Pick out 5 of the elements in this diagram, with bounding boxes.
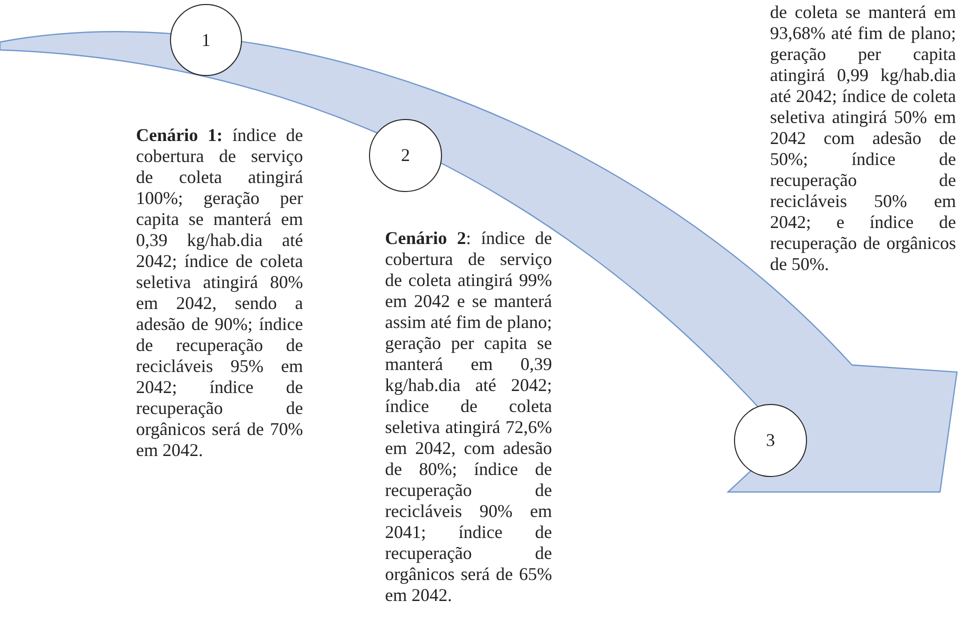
scenario-description: de coleta se manterá em 93,68% até fim de plano; geração per capita atingirá 0,99 kg/hab.dia até 2042; índice de coleta seletiva atingirá 50% em 2042 com adesão de 50%; índice de recuperação de recicláveis 50% em 2042; e índice de recuperação de orgânicos de 50%.: [770, 2, 956, 275]
scenario-description: Cenário 2: índice de cobertura de serviço de coleta atingirá 99% em 2042 e se manterá assim até fim de plano; geração per capita se manterá em 0,39 kg/hab.dia até 2042; índice de coleta seletiva atingirá 72,6% em 2042, com adesão de 80%; índice de recuperação de recicláveis 90% em 2041; índice de recuperação de orgânicos será de 65% em 2042.: [385, 228, 552, 606]
number-circle: 2: [369, 119, 442, 192]
number-circle: 1: [170, 4, 242, 76]
scenario-description: Cenário 1: índice de cobertura de serviço de coleta atingirá 100%; geração per capita se manterá em 0,39 kg/hab.dia até 2042; índice de coleta seletiva atingirá 80% em 2042, sendo a adesão de 90%; índice de recuperação de recicláveis 95% em 2042; índice de recuperação de orgânicos será de 70% em 2042.: [136, 125, 303, 461]
